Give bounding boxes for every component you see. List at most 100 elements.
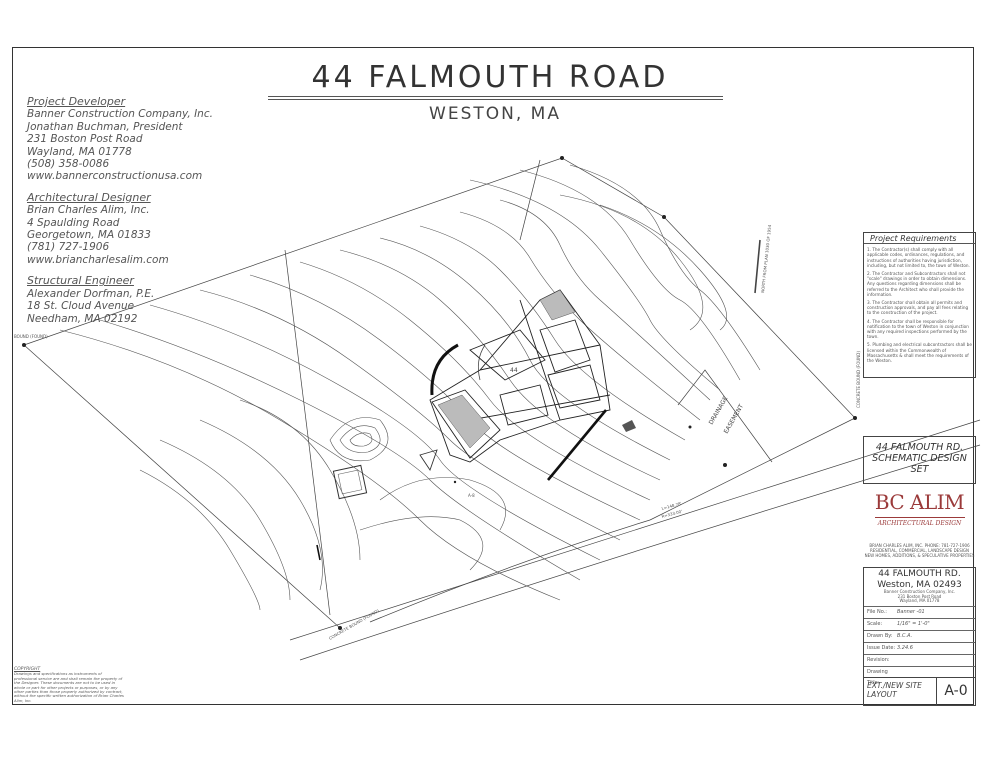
title-block-town: Weston, MA 02493	[877, 580, 962, 590]
developer-line: (508) 358-0086	[27, 158, 110, 171]
title-block-row: Issue Date:3.24.6	[864, 641, 975, 654]
drawing-title: 44 FALMOUTH ROAD	[311, 60, 669, 95]
north-arrow-note: NORTH FROM PLAN 1030 OF 1954	[760, 224, 772, 293]
drawing-title-label: EXT./NEW SITE LAYOUT	[864, 678, 937, 705]
developer-line: Wayland, MA 01778	[27, 145, 132, 158]
title-block-row: Drawing Title:	[864, 665, 975, 686]
road-edge	[299, 444, 981, 661]
developer-line: Jonathan Buchman, President	[27, 120, 183, 133]
shed-pad-inner	[337, 469, 363, 495]
title-block-row: File No.: Banner -01	[864, 605, 975, 618]
firm-info: BRIAN CHARLES ALIM, INC. PHONE: 781-727-…	[863, 543, 976, 558]
architect-line: www.briancharlesalim.com	[27, 253, 169, 266]
row-key: Drawn By:	[867, 632, 893, 639]
bound-marker	[22, 343, 26, 347]
property-line-south-curve	[369, 519, 651, 623]
property-line-north	[23, 157, 665, 346]
row-value: B.C.A.	[897, 632, 913, 639]
requirement-item: 3. The Contractor shall obtain all permi…	[867, 300, 969, 316]
drawing-subtitle: WESTON, MA	[429, 104, 561, 124]
copyright-note: COPYRIGHT Drawings and specifications as…	[14, 667, 124, 703]
client-line: Wayland, MA 01778	[899, 598, 940, 604]
bound-marker	[338, 626, 342, 630]
property-line-east	[663, 216, 856, 419]
property-line-west	[23, 344, 341, 629]
drawing-sheet-border	[12, 47, 974, 705]
bound-marker	[723, 463, 727, 467]
bound-marker	[688, 425, 692, 429]
architect-line: (781) 727-1906	[27, 241, 110, 254]
concrete-bound-label: CONCRETE BOUND (FOUND)	[856, 351, 861, 408]
client-line: 231 Boston Post Road	[897, 593, 942, 599]
developer-line: www.bannerconstructionusa.com	[27, 170, 203, 183]
structural-line: Alexander Dorfman, P.E.	[27, 287, 155, 300]
project-team-info: Project Developer Banner Construction Co…	[27, 95, 247, 325]
bound-marker	[453, 480, 457, 484]
triangle-feature	[419, 449, 438, 472]
requirement-item: 2. The Contractor and Subcontractors sha…	[867, 271, 967, 297]
row-key: File No.:	[867, 608, 887, 615]
curve-radius-label: R=333.00'	[661, 509, 683, 519]
row-value: 1/16" = 1'-0"	[897, 620, 930, 627]
row-key: Scale:	[867, 620, 883, 627]
interior-lot-line	[284, 249, 331, 616]
developer-line: Banner Construction Company, Inc.	[27, 108, 213, 121]
north-arrow	[754, 239, 761, 294]
requirement-item: 4. The Contractor shall be responsible f…	[867, 318, 969, 340]
set-box-line: SCHEMATIC DESIGN	[872, 453, 967, 464]
bound-marker	[560, 156, 564, 160]
interior-lot-line-2	[519, 159, 541, 241]
driveway-curve	[477, 344, 486, 381]
logo-tagline: ARCHITECTURAL DESIGN	[877, 520, 962, 527]
curve-length-label: L=148.78'	[661, 501, 682, 511]
firm-line: RESIDENTIAL, COMMERCIAL, LANDSCAPE DESIG…	[869, 547, 969, 553]
client-line: Banner Construction Company, Inc.	[883, 589, 956, 594]
house-hatching	[437, 289, 576, 449]
row-key: Drawing Title:	[867, 668, 888, 686]
easement-label: EASEMENT	[723, 403, 746, 435]
title-underline	[268, 96, 723, 97]
drainage-label: DRAINAGE	[708, 395, 730, 426]
bound-label: BOUND (FOUND)	[14, 334, 48, 339]
architect-heading: Architectural Designer	[27, 190, 151, 204]
fence-mark	[316, 544, 321, 561]
row-value: Banner -01	[897, 608, 925, 615]
structural-heading: Structural Engineer	[27, 274, 134, 288]
house-number-label: 44	[510, 367, 518, 374]
drainage-easement-line	[677, 369, 773, 463]
title-block-client: Banner Construction Company, Inc. 231 Bo…	[864, 589, 975, 606]
title-block-row: Drawn By: B.C.A.	[864, 629, 975, 642]
project-requirements-box: Project Requirements 1. The Contractor(s…	[863, 232, 976, 378]
logo-rule	[874, 517, 965, 518]
title-block-project: 44 FALMOUTH RD.	[878, 569, 961, 579]
row-key: Revision:	[867, 656, 890, 663]
row-key: Issue Date:	[867, 644, 896, 651]
topographic-contours	[59, 164, 761, 611]
title-block: 44 FALMOUTH RD. Weston, MA 02493 Banner …	[863, 567, 976, 706]
retaining-wall	[546, 409, 608, 481]
detail-marker-label: A-8	[468, 493, 475, 498]
architect-line: 4 Spaulding Road	[27, 216, 120, 229]
bound-marker	[662, 215, 666, 219]
property-line-southeast	[649, 417, 856, 521]
title-underline-2	[268, 99, 723, 100]
title-block-row: Revision:	[864, 653, 975, 666]
structural-line: 18 St. Cloud Avenue	[27, 300, 135, 313]
firm-line: NEW HOMES, ADDITIONS, & SPECULATIVE PROP…	[864, 552, 975, 558]
developer-heading: Project Developer	[27, 95, 126, 108]
developer-line: 231 Boston Post Road	[27, 133, 143, 146]
logo-mark: BC ALIM	[874, 490, 965, 514]
row-value: 3.24.6	[897, 644, 913, 651]
architect-line: Brian Charles Alim, Inc.	[27, 204, 150, 217]
set-box-line: SET	[910, 464, 929, 475]
bc-alim-logo: BC ALIM ARCHITECTURAL DESIGN	[863, 490, 976, 527]
shed-pad	[332, 464, 368, 500]
house-footprint	[429, 289, 611, 463]
title-block-footer: EXT./NEW SITE LAYOUT A-0	[864, 677, 975, 705]
row-value	[897, 655, 975, 666]
requirements-heading: Project Requirements	[864, 234, 975, 245]
firm-line: BRIAN CHARLES ALIM, INC. PHONE: 781-727-…	[869, 543, 970, 548]
title-block-row: Scale: 1/16" = 1'-0"	[864, 617, 975, 630]
schematic-design-set-box: 44 FALMOUTH RD. SCHEMATIC DESIGN SET	[863, 436, 976, 484]
